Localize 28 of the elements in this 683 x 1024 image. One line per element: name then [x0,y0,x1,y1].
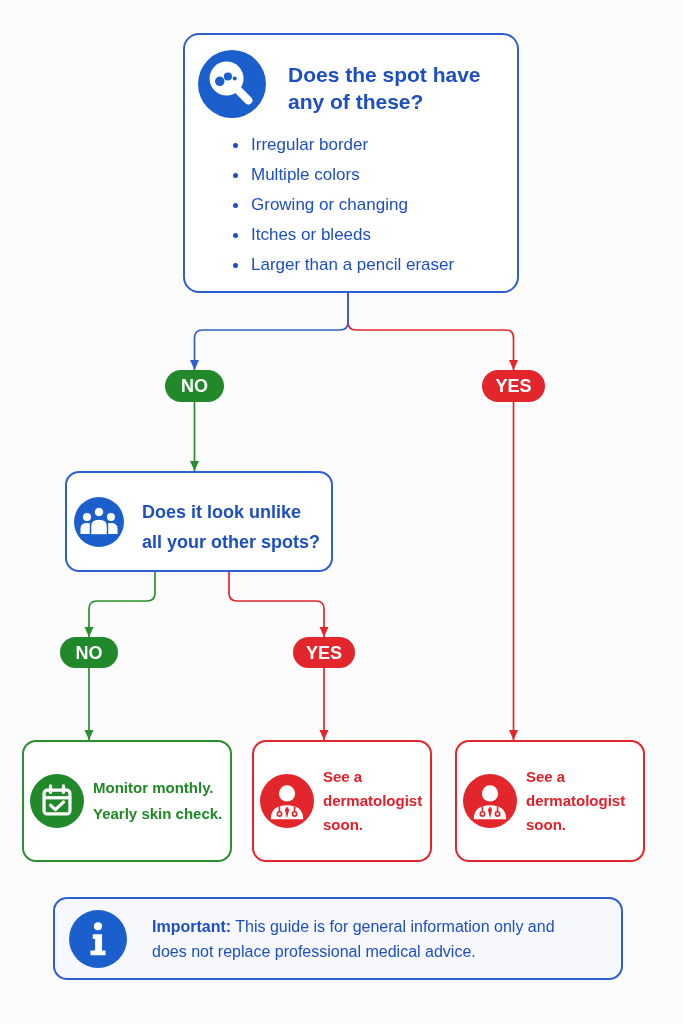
flow-arrow [84,667,94,741]
question-text: Does it look unlike all your other spots? [142,500,322,554]
flow-arrow [509,401,518,741]
flow-arrow [190,292,349,371]
flow-arrow [84,571,156,638]
flow-arrow [319,667,329,741]
answer-pill: NO [165,370,224,402]
checklist-item: Multiple colors [232,160,504,190]
outcome-text: See a dermatologist soon. [526,767,627,835]
outcome-box [22,740,232,862]
checklist-item: Itches or bleeds [232,220,504,250]
outcome-box [252,740,432,862]
checklist-item: Growing or changing [232,190,504,220]
outcome-text: Monitor monthly. Yearly skin check. [93,778,224,824]
question-title: Does the spot have any of these? [288,62,482,115]
outcome-box [455,740,645,862]
note-text: Important: This guide is for general information only and does not replace professional medical advice. [152,916,556,962]
answer-pill: YES [482,370,545,402]
flow-arrow [228,571,329,638]
answer-pill: YES [293,637,355,668]
checklist-item: Irregular border [232,130,504,160]
question-box [65,471,333,572]
note-panel [53,897,623,980]
question-box [183,33,519,293]
flow-arrow [190,401,199,472]
outcome-text: See a dermatologist soon. [323,767,424,835]
checklist-item: Larger than a pencil eraser [232,250,504,280]
answer-pill: NO [60,637,118,668]
